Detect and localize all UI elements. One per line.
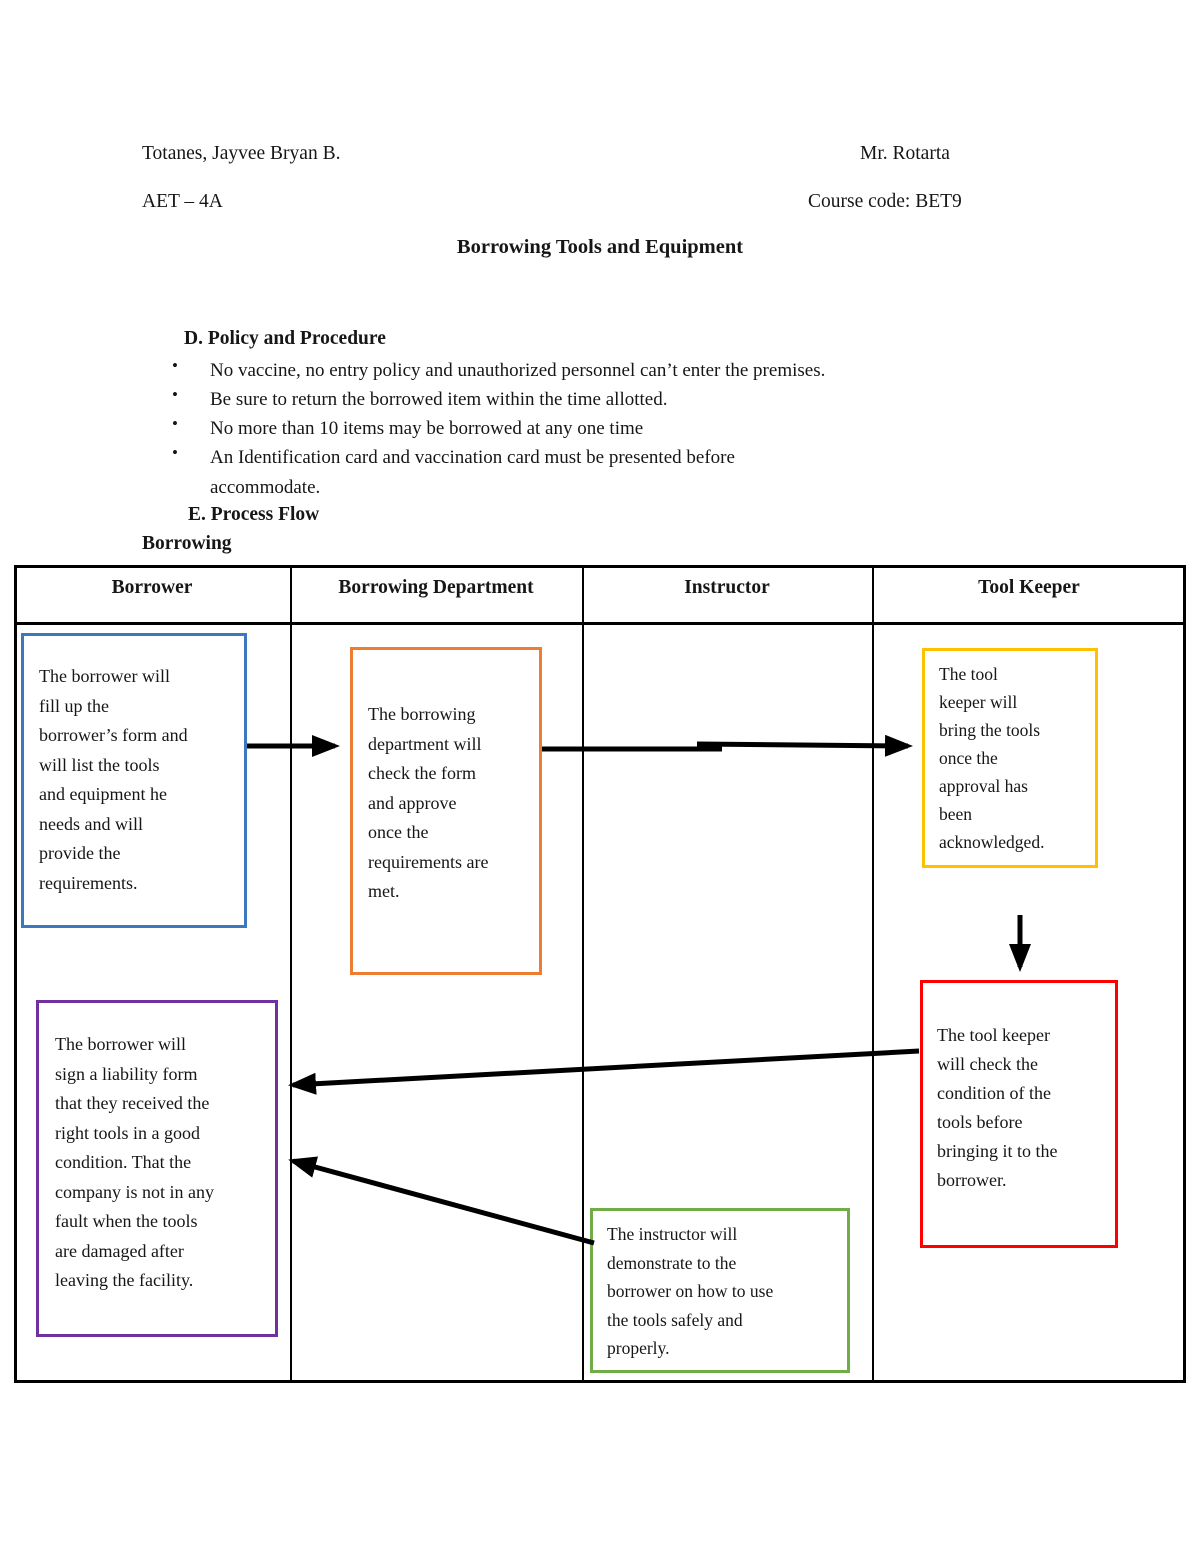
lane-header-instructor: Instructor — [684, 577, 770, 598]
process-flow-heading: E. Process Flow — [188, 504, 320, 525]
step-borrower-sign-liability: The borrower will sign a liability form … — [36, 1000, 278, 1337]
lane-divider-1 — [290, 565, 292, 1383]
policy-bullet-text: Be sure to return the borrowed item with… — [210, 389, 668, 410]
bullet-marker: • — [172, 443, 178, 462]
policy-heading: D. Policy and Procedure — [184, 328, 386, 349]
class-section: AET – 4A — [142, 191, 223, 212]
lane-header-borrower: Borrower — [111, 577, 193, 598]
lane-header-borrowing-department: Borrowing Department — [338, 577, 534, 598]
course-code: Course code: BET9 — [808, 191, 962, 212]
policy-bullet-1: • No vaccine, no entry policy and unauth… — [172, 356, 1030, 386]
step-department-check-form: The borrowing department will check the … — [350, 647, 542, 975]
lane-header-tool-keeper: Tool Keeper — [978, 577, 1080, 598]
policy-bullet-text: An Identification card and vaccination c… — [210, 447, 735, 498]
step-borrower-fill-form: The borrower will fill up the borrower’s… — [21, 633, 247, 928]
policy-bullet-text: No vaccine, no entry policy and unauthor… — [210, 360, 826, 381]
step-toolkeeper-check-condition: The tool keeper will check the condition… — [920, 980, 1118, 1248]
policy-bullet-text: No more than 10 items may be borrowed at… — [210, 418, 644, 439]
bullet-marker: • — [172, 356, 178, 375]
lane-divider-3 — [872, 565, 874, 1383]
flowchart-title: Borrowing — [142, 533, 232, 554]
bullet-marker: • — [172, 414, 178, 433]
policy-bullet-4: • An Identification card and vaccination… — [172, 443, 1030, 503]
student-name: Totanes, Jayvee Bryan B. — [142, 143, 341, 164]
policy-bullet-3: • No more than 10 items may be borrowed … — [172, 414, 1030, 444]
swimlane-table — [14, 565, 1186, 1383]
policy-bullet-2: • Be sure to return the borrowed item wi… — [172, 385, 1030, 415]
bullet-marker: • — [172, 385, 178, 404]
document-title: Borrowing Tools and Equipment — [456, 236, 744, 258]
lane-divider-2 — [582, 565, 584, 1383]
step-instructor-demonstrate: The instructor will demonstrate to the b… — [590, 1208, 850, 1373]
teacher-name: Mr. Rotarta — [860, 143, 950, 164]
table-header-divider — [14, 622, 1186, 625]
step-toolkeeper-bring-tools: The tool keeper will bring the tools onc… — [922, 648, 1098, 868]
